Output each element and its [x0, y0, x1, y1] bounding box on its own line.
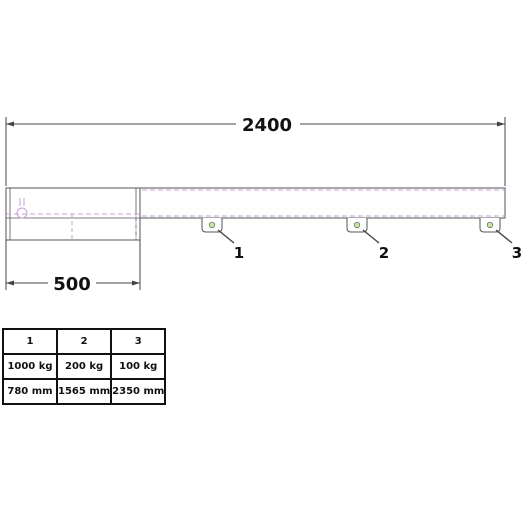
callout-1: 1	[234, 244, 244, 262]
lug-1	[201, 218, 235, 244]
table-header-cell: 3	[110, 328, 167, 355]
pivot-pin-icon	[16, 207, 28, 219]
callout-2: 2	[379, 244, 389, 262]
table-header-row: 1 2 3	[2, 328, 167, 355]
table-cell: 2350 mm	[110, 378, 167, 405]
lug-hole-icon	[486, 221, 494, 229]
lug-3	[479, 218, 513, 244]
lug-hole-icon	[208, 221, 216, 229]
table-cell: 1000 kg	[2, 353, 58, 380]
stub-length-label: 500	[53, 274, 91, 295]
table-header-cell: 2	[55, 328, 113, 355]
overall-length-label: 2400	[242, 115, 292, 136]
lug-2	[346, 218, 380, 244]
table-cell: 200 kg	[55, 353, 113, 380]
table-cell: 780 mm	[2, 378, 58, 405]
table-cell: 100 kg	[110, 353, 167, 380]
lug-hole-icon	[353, 221, 361, 229]
table-cell: 1565 mm	[55, 378, 113, 405]
table-row-distance: 780 mm 1565 mm 2350 mm	[2, 378, 167, 405]
table-row-capacity: 1000 kg 200 kg 100 kg	[2, 353, 167, 380]
callout-3: 3	[512, 244, 522, 262]
stub-dimension: 500	[5, 240, 141, 295]
load-table: 1 2 3 1000 kg 200 kg 100 kg 780 mm 1565 …	[2, 328, 167, 405]
table-header-cell: 1	[2, 328, 58, 355]
overall-dimension: 2400	[5, 115, 506, 186]
base-section	[5, 187, 141, 241]
